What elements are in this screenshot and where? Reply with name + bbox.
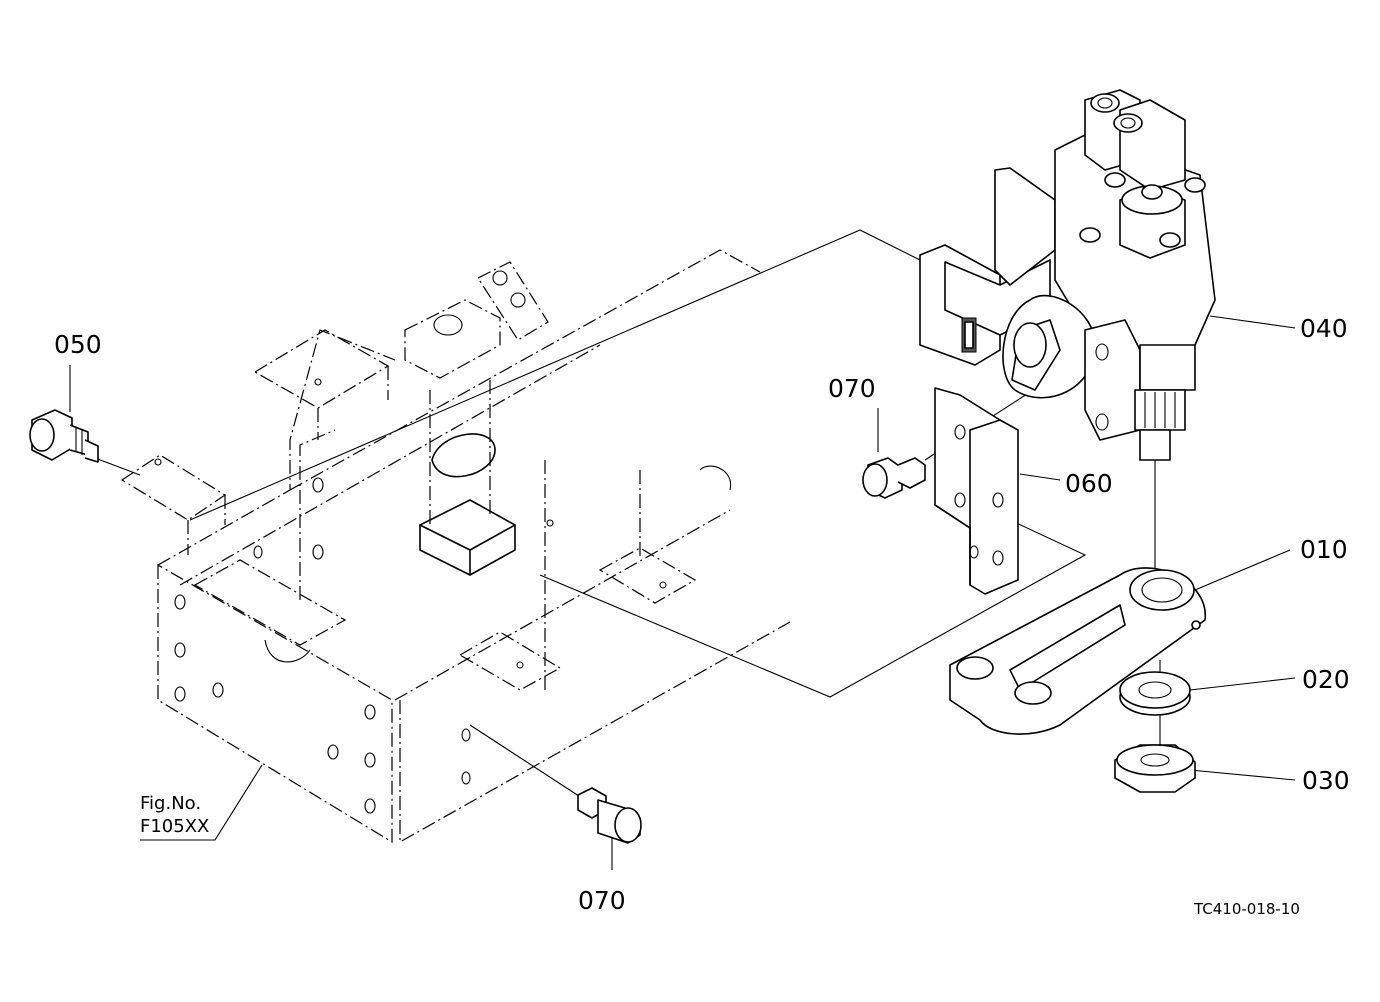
figure-reference-line2: F105XX — [140, 815, 210, 837]
callout-060: 060 — [1065, 469, 1113, 498]
callout-020: 020 — [1302, 665, 1350, 694]
part-050-bolt — [29, 409, 99, 463]
callout-050: 050 — [54, 330, 102, 359]
callout-010: 010 — [1300, 535, 1348, 564]
part-070-upper-bolt — [862, 457, 926, 499]
part-010-pitman-arm — [949, 567, 1206, 735]
callout-070-lower: 070 — [578, 886, 626, 915]
callout-030: 030 — [1302, 766, 1350, 795]
callout-070-upper: 070 — [828, 374, 876, 403]
part-030-nut — [1114, 744, 1196, 793]
frame-assembly — [120, 249, 791, 844]
drawing-code: TC410-018-10 — [1194, 900, 1300, 918]
figure-reference: Fig.No. F105XX — [140, 793, 209, 838]
part-060-bracket — [934, 387, 1019, 595]
figure-reference-line1: Fig.No. — [140, 793, 202, 814]
part-020-washer — [1119, 671, 1191, 716]
part-070-lower-bolt — [577, 787, 642, 844]
part-040-gearbox — [919, 89, 1216, 461]
callout-040: 040 — [1300, 314, 1348, 343]
